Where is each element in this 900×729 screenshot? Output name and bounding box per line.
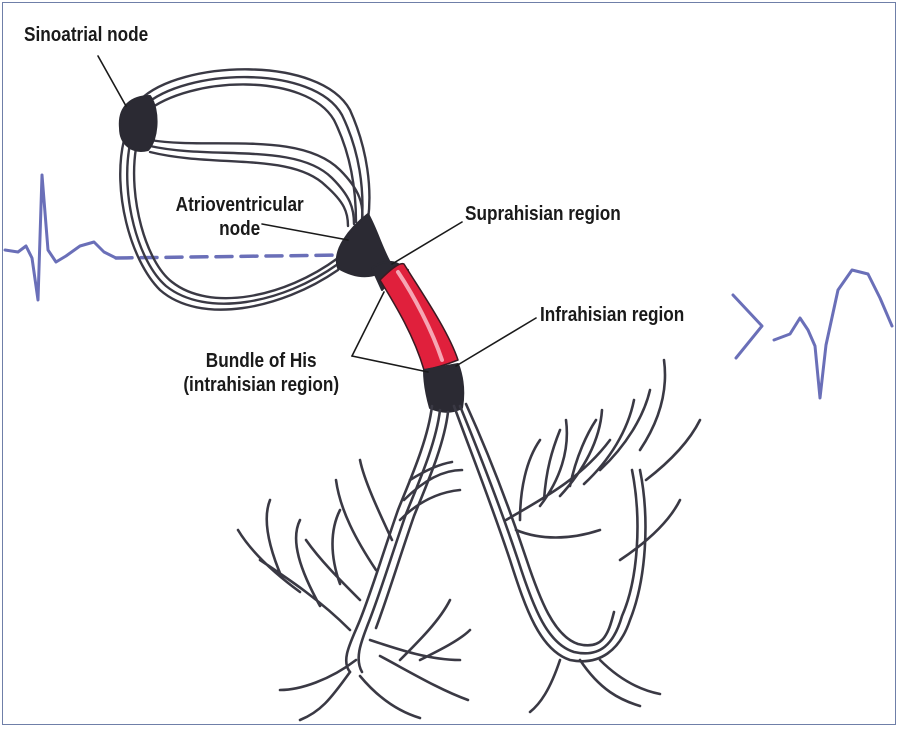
label-suprahisian-region: Suprahisian region (465, 203, 621, 225)
pointer-lines (97, 55, 537, 373)
label-bundle-of-his: Bundle of His (intrahisian region) (158, 349, 364, 397)
pointer-infrahisian (455, 317, 537, 367)
pointer-his-lower (351, 355, 429, 373)
label-his-line1: Bundle of His (205, 350, 317, 372)
label-his-line2: (intrahisian region) (183, 374, 340, 396)
pointer-sinoatrial (97, 55, 127, 107)
bundle-of-his-shape (379, 262, 459, 371)
pointer-av-node (261, 223, 349, 241)
label-atrioventricular-node: Atrioventricular node (158, 193, 321, 241)
ecg-trace-right (731, 268, 894, 400)
pointer-his-upper (351, 291, 385, 357)
atrioventricular-node-shape (335, 213, 393, 278)
label-av-line1: Atrioventricular (175, 194, 304, 216)
label-sinoatrial-node: Sinoatrial node (24, 24, 149, 46)
pointer-suprahisian (391, 221, 463, 265)
ecg-dashed-line (114, 253, 347, 260)
left-bundle-branch (236, 404, 472, 722)
internodal-pathways (119, 68, 371, 311)
sinoatrial-node-shape (118, 95, 158, 152)
label-infrahisian-region: Infrahisian region (540, 304, 685, 326)
ecg-trace-left (3, 173, 118, 302)
label-av-line2: node (219, 218, 261, 240)
infrahisian-trunk (423, 363, 465, 413)
right-bundle-branch (452, 358, 702, 714)
